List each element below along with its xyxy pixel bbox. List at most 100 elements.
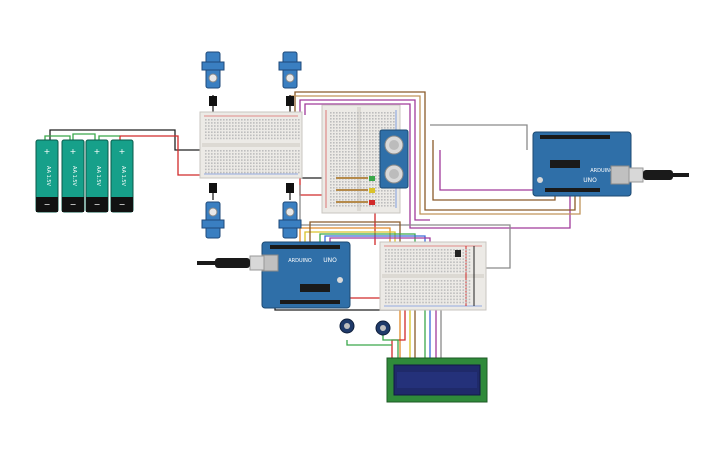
- breadboard-hole: [412, 295, 415, 298]
- breadboard-hole: [366, 151, 368, 153]
- breadboard-hole: [443, 255, 446, 257]
- breadboard-hole: [354, 139, 356, 141]
- breadboard-hole: [459, 295, 461, 298]
- breadboard-hole: [360, 139, 362, 141]
- breadboard-hole: [271, 159, 273, 161]
- breadboard-hole: [220, 125, 222, 127]
- breadboard-hole: [425, 249, 427, 251]
- breadboard-hole: [450, 286, 452, 288]
- breadboard-hole: [363, 145, 365, 147]
- breadboard-hole: [286, 162, 288, 164]
- breadboard-hole: [406, 280, 409, 282]
- breadboard-hole: [295, 150, 297, 152]
- breadboard-hole: [431, 249, 434, 251]
- breadboard-hole: [369, 154, 371, 156]
- breadboard-hole: [235, 131, 237, 133]
- breadboard-hole: [462, 289, 465, 291]
- breadboard-hole: [388, 292, 390, 294]
- breadboard-hole: [339, 199, 341, 201]
- breadboard-hole: [348, 130, 350, 132]
- breadboard-hole: [456, 295, 458, 298]
- usb-cable-right: [628, 167, 689, 183]
- breadboard-hole: [453, 252, 455, 254]
- breadboard-hole: [456, 286, 458, 288]
- breadboard-hole: [385, 298, 387, 301]
- breadboard-hole: [348, 181, 350, 183]
- breadboard-hole: [443, 267, 446, 270]
- breadboard-hole: [378, 199, 380, 201]
- breadboard-hole: [459, 280, 461, 282]
- breadboard-hole: [369, 172, 371, 174]
- breadboard-hole: [357, 172, 359, 174]
- breadboard-hole: [229, 171, 231, 174]
- breadboard-hole: [289, 137, 291, 140]
- breadboard-hole: [336, 142, 338, 144]
- breadboard-hole: [351, 118, 353, 120]
- wire-gray-mid: [299, 185, 511, 269]
- breadboard-hole: [388, 301, 390, 304]
- breadboard-hole: [378, 124, 380, 126]
- breadboard-hole: [333, 187, 335, 189]
- breadboard-hole: [244, 150, 246, 152]
- breadboard-hole: [354, 133, 356, 135]
- breadboard-hole: [283, 153, 285, 155]
- breadboard-hole: [363, 154, 365, 156]
- breadboard-hole: [443, 280, 446, 282]
- breadboard-hole: [437, 270, 440, 273]
- breadboard-hole: [453, 292, 455, 294]
- breadboard-hole: [208, 159, 210, 161]
- breadboard-hole: [440, 280, 443, 282]
- breadboard-hole: [391, 280, 393, 282]
- arduino-model-label: UNO: [583, 177, 597, 184]
- breadboard-hole: [351, 133, 353, 135]
- breadboard-hole: [434, 255, 437, 257]
- breadboard-hole: [229, 125, 231, 127]
- breadboard-hole: [366, 184, 368, 186]
- breadboard-hole: [262, 125, 264, 127]
- breadboard-hole: [262, 122, 264, 124]
- breadboard-hole: [217, 134, 219, 137]
- breadboard-hole: [339, 205, 341, 207]
- breadboard-hole: [375, 154, 377, 156]
- breadboard-hole: [298, 165, 300, 168]
- breadboard-hole: [345, 181, 347, 183]
- breadboard-hole: [229, 128, 231, 130]
- breadboard-hole: [220, 134, 222, 137]
- breadboard-hole: [351, 154, 353, 156]
- breadboard-hole: [232, 165, 234, 168]
- wires: [44, 91, 581, 358]
- breadboard-hole: [459, 261, 461, 263]
- battery: + − AA 1.5V: [85, 139, 109, 213]
- breadboard-hole: [468, 264, 471, 267]
- breadboard-hole: [468, 261, 471, 263]
- breadboard-hole: [211, 137, 213, 140]
- breadboard-hole: [391, 255, 393, 257]
- led-indicators: [336, 176, 375, 205]
- breadboard-hole: [336, 163, 338, 165]
- breadboard-hole: [363, 151, 365, 153]
- breadboard-hole: [468, 289, 471, 291]
- breadboard-hole: [330, 193, 332, 195]
- breadboard-hole: [390, 202, 392, 204]
- breadboard-hole: [220, 159, 222, 161]
- breadboard-hole: [283, 159, 285, 161]
- breadboard-hole: [443, 270, 446, 273]
- breadboard-hole: [378, 115, 380, 117]
- breadboard-hole: [295, 159, 297, 161]
- breadboard-hole: [366, 187, 368, 189]
- breadboard-hole: [330, 187, 332, 189]
- breadboard-hole: [211, 131, 213, 133]
- breadboard-hole: [292, 156, 294, 158]
- breadboard-hole: [330, 199, 332, 201]
- breadboard-hole: [357, 139, 359, 141]
- breadboard-hole: [450, 249, 452, 251]
- breadboard-hole: [450, 289, 452, 291]
- breadboard-hole: [351, 181, 353, 183]
- breadboard-hole: [351, 136, 353, 138]
- breadboard-hole: [440, 267, 443, 270]
- breadboard-hole: [372, 199, 374, 201]
- breadboard-hole: [385, 258, 387, 260]
- breadboard-hole: [351, 175, 353, 177]
- breadboard-hole: [360, 199, 362, 201]
- breadboard-hole: [226, 122, 228, 124]
